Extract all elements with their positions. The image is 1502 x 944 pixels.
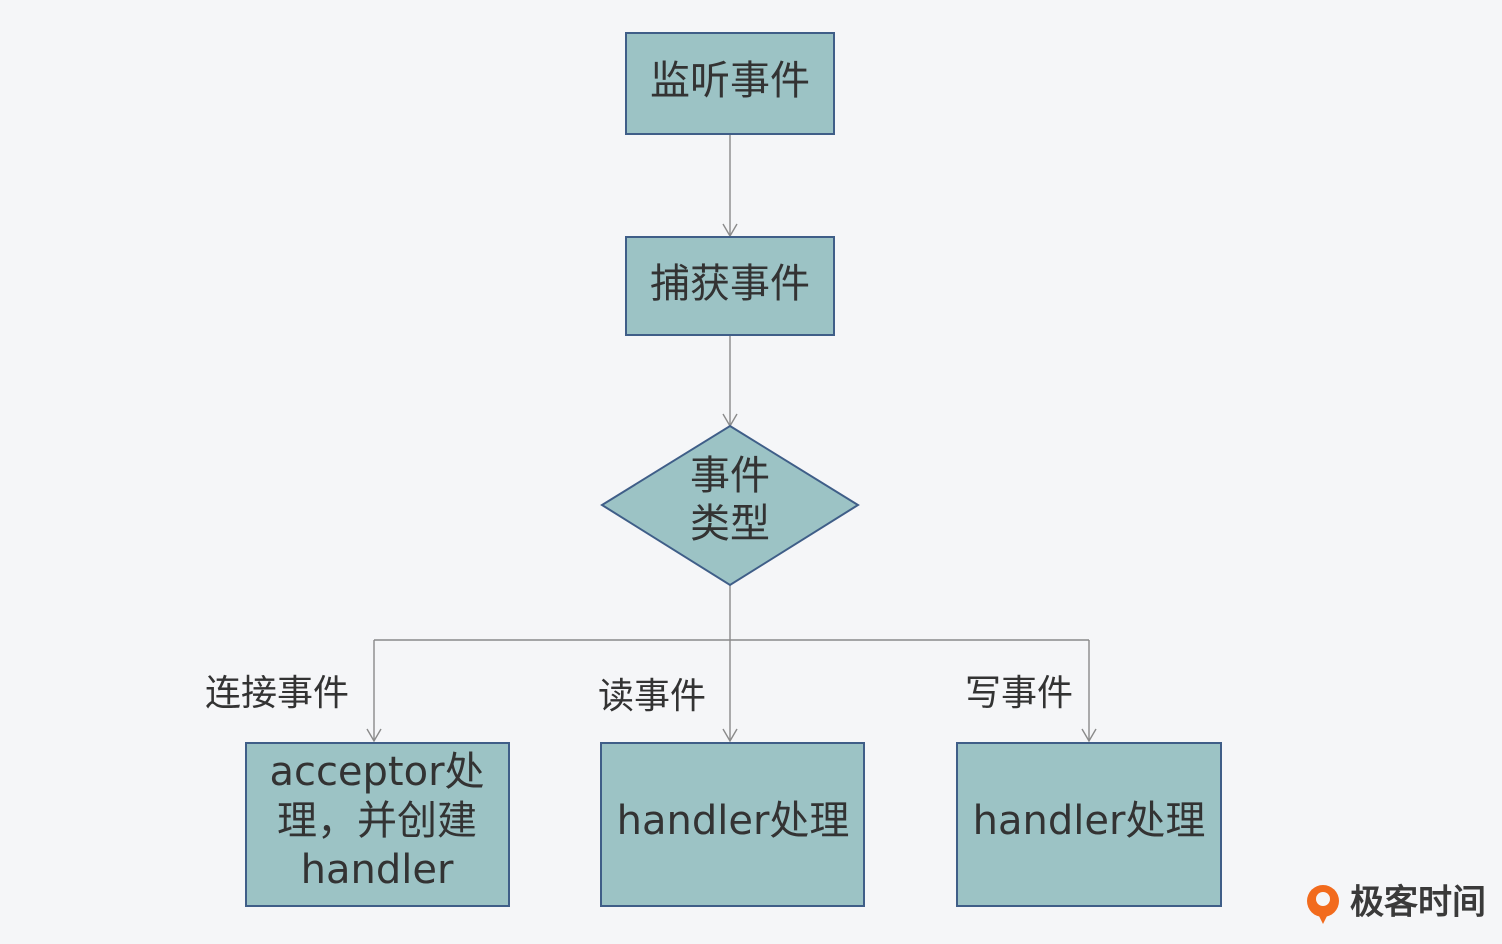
edge-label-connect: 连接事件 — [205, 673, 349, 714]
arrowhead-write-handler — [1081, 728, 1097, 743]
node-write-handler: handler处理 — [956, 742, 1222, 907]
decision-label-line1: 事件 — [690, 453, 770, 499]
arrowhead-acceptor — [366, 728, 382, 743]
edge-label-write: 写事件 — [965, 673, 1073, 714]
acceptor-label-line1: acceptor处 — [269, 749, 484, 795]
decision-label-line2: 类型 — [690, 501, 770, 547]
logo-text: 极客时间 — [1350, 883, 1486, 923]
read-handler-label: handler处理 — [617, 798, 850, 844]
node-read-handler: handler处理 — [600, 742, 865, 907]
arrowhead-read-handler — [722, 728, 738, 743]
node-capture-label: 捕获事件 — [650, 261, 810, 307]
node-listen-event: 监听事件 — [625, 32, 835, 135]
node-acceptor: acceptor处 理，并创建 handler — [245, 742, 510, 907]
edge-label-read: 读事件 — [598, 676, 706, 717]
write-handler-label: handler处理 — [973, 798, 1206, 844]
node-capture-event: 捕获事件 — [625, 236, 835, 336]
logo-icon — [1307, 885, 1339, 924]
decision-event-type: 事件 类型 — [600, 424, 860, 587]
acceptor-label-line2: 理，并创建 — [277, 798, 477, 844]
edges — [366, 134, 1097, 743]
acceptor-label-line3: handler — [301, 847, 454, 893]
node-listen-label: 监听事件 — [650, 58, 810, 104]
logo: 极客时间 — [1307, 883, 1486, 924]
